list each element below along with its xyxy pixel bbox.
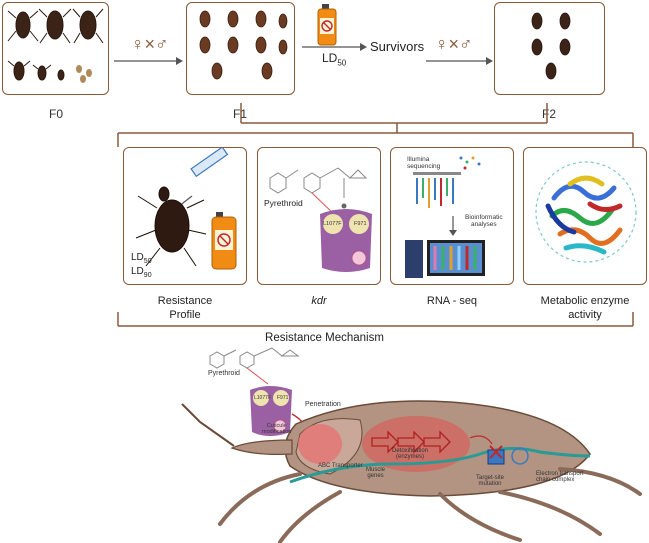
f1-label: F1 [232, 107, 247, 121]
bottom-bracket [117, 312, 634, 327]
f1-box [186, 2, 295, 95]
illumina-line2: sequencing [407, 163, 441, 170]
detox-arrows [371, 430, 451, 454]
arrow-survivors-f2 [426, 57, 493, 65]
cuticle-label: Cuticule modification [262, 423, 291, 435]
kdr-mut2-label: F971 [354, 221, 367, 227]
ld90-text: LD [131, 266, 144, 277]
arrow-f1-survivors [302, 43, 367, 51]
electron-transport-icon [511, 447, 529, 465]
panel-label-resistance-profile: Resistance Profile [123, 294, 247, 322]
ld50-text: LD [131, 252, 144, 263]
panel-resistance-profile: LD50 LD90 [123, 147, 247, 285]
detox-patch [362, 416, 470, 472]
abc-transporter-line [289, 447, 591, 484]
cuticle-line2: modification [262, 429, 292, 435]
panel-rna-seq: Illumina sequencing Bioinformatic analys… [390, 147, 514, 285]
spray-can-icon [211, 212, 237, 270]
bioinf-line1: Bioinformatic [465, 214, 503, 221]
mut1-bottom-label: L1077F [254, 395, 271, 401]
panel-label-kdr: kdr [311, 295, 327, 307]
muscle-genes-label: Muscle genes [366, 467, 385, 479]
pyrethroid-structure [269, 167, 368, 198]
resistance-profile-illustration [135, 148, 237, 270]
panel-metabolic-enzyme [523, 147, 647, 285]
cross-symbol-2: ♀×♂ [435, 34, 473, 54]
ld90-label: LD90 [131, 266, 152, 279]
pyrethroid-structure-bottom [209, 347, 300, 369]
mut2-bottom-label: F971 [277, 395, 289, 401]
muscle-line1: Muscle [366, 467, 386, 473]
metabolic-line2: activity [568, 309, 602, 321]
f0-bugs-illustration [7, 8, 104, 83]
ld50-sub: 50 [337, 58, 347, 68]
panel-kdr: Pyrethroid L1077F F971 [257, 147, 381, 285]
ld50-sub: 50 [143, 258, 152, 265]
resistance-mechanism-title: Resistance Mechanism [265, 332, 384, 344]
cuticle-patch [298, 424, 342, 464]
pyrethroid-bottom-label: Pyrethroid [208, 370, 240, 377]
detox-line1: Detoxification [392, 448, 429, 454]
kdr-mut1-label: L1077F [323, 221, 342, 227]
f0-label: F0 [48, 107, 63, 121]
detox-line2: (enzymes) [396, 454, 425, 460]
protein-structure-illustration [535, 161, 637, 263]
sodium-channel-icon-bottom [250, 386, 292, 436]
insecticide-spray-icon [317, 4, 337, 46]
f0-box [2, 2, 109, 95]
resistance-line2: Profile [169, 309, 201, 321]
metabolic-line1: Metabolic enzyme [540, 295, 630, 307]
resistance-line1: Resistance [157, 295, 213, 307]
cross-symbol-1: ♀×♂ [131, 34, 169, 54]
illumina-line1: Illumina [407, 156, 430, 163]
f2-bugs-illustration [531, 12, 571, 80]
illumina-label: Illumina sequencing [407, 156, 440, 170]
sodium-channel-icon [320, 209, 372, 272]
rna-seq-illustration [405, 156, 485, 278]
muscle-line2: genes [367, 473, 384, 479]
abc-transporter-label: ABC Transporter [318, 463, 363, 469]
f2-box [494, 2, 605, 95]
survivors-label: Survivors [370, 39, 425, 54]
ld50-text: LD [322, 51, 338, 65]
f2-label: F2 [541, 107, 556, 121]
electron-line2: chain complex [536, 477, 575, 483]
top-bracket [117, 103, 634, 147]
target-site-icon [487, 445, 505, 465]
detox-label: Detoxification (enzymes) [392, 448, 428, 460]
target-line1: Target-site [476, 475, 505, 481]
electron-line1: Electron transport [536, 471, 584, 477]
f1-bugs-illustration [199, 10, 288, 80]
electron-transport-label: Electron transport chain complex [536, 471, 583, 483]
cuticle-line1: Cuticule [266, 423, 287, 429]
bioinf-line2: analyses [470, 221, 497, 228]
panel-label-rna-seq: RNA - seq [426, 295, 478, 307]
computer-icon [405, 240, 485, 278]
penetration-label: Penetration [305, 401, 341, 408]
arrow-f0-f1 [114, 57, 183, 65]
target-line2: mutation [478, 481, 502, 487]
kdr-illustration [269, 167, 372, 272]
kdr-pyrethroid-label: Pyrethroid [264, 198, 303, 208]
ld50-label: LD50 [131, 252, 152, 265]
ld90-sub: 90 [143, 272, 152, 279]
mechanism-illustration [181, 347, 642, 543]
ld50-dose: LD50 [322, 51, 346, 67]
bioinformatic-label: Bioinformatic analyses [465, 214, 503, 228]
panel-label-metabolic-enzyme: Metabolic enzyme activity [523, 294, 647, 322]
syringe-icon [173, 148, 229, 211]
sequencing-flowcell [413, 156, 481, 208]
target-site-label: Target-site mutation [476, 475, 504, 487]
